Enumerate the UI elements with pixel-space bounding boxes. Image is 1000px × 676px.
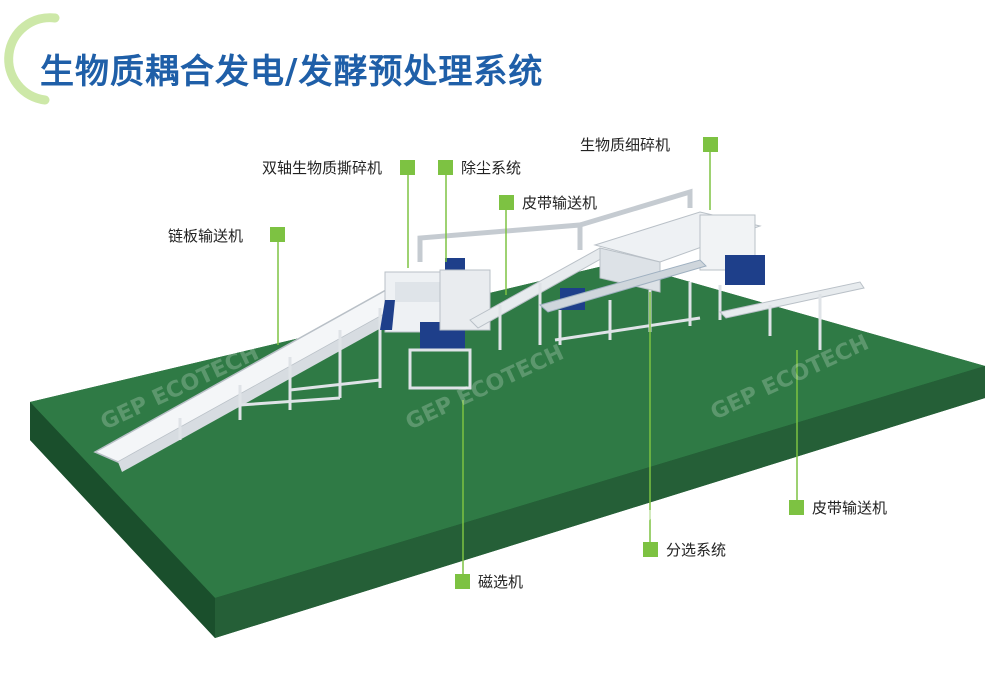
brand-logo-shape-2: [669, 507, 776, 559]
marker-magnetic-separator: [455, 574, 470, 589]
marker-sorting-system: [643, 542, 658, 557]
label-sorting-system: 分选系统: [666, 541, 727, 559]
marker-fine-shredder: [703, 137, 718, 152]
label-belt-conveyor-top: 皮带输送机: [522, 194, 598, 212]
marker-dust-removal: [438, 160, 453, 175]
label-magnetic-separator: 磁选机: [478, 573, 524, 591]
marker-double-shaft-shredder: [400, 160, 415, 175]
label-fine-shredder: 生物质细碎机: [580, 136, 671, 154]
marker-belt-conveyor-bottom: [789, 500, 804, 515]
leader-lines: [277, 150, 798, 578]
shredder-machine: [380, 258, 491, 390]
brand-logo-shape: [585, 510, 660, 556]
brand-watermark: 洁普智能环保 GEP ECOTECH: [585, 507, 956, 567]
label-dust-removal: 除尘系统: [461, 159, 522, 177]
brand-name-en: GEP ECOTECH: [775, 542, 946, 567]
label-chain-conveyor: 链板输送机: [168, 227, 244, 245]
dust-pipe: [417, 188, 693, 262]
label-belt-conveyor-bottom: 皮带输送机: [812, 499, 888, 517]
fine-shredder-machine: [538, 211, 765, 345]
label-double-shaft-shredder: 双轴生物质撕碎机: [262, 159, 383, 177]
outgoing-conveyor-machine: [718, 281, 865, 350]
page-title: 生物质耦合发电/发酵预处理系统: [40, 52, 544, 92]
marker-chain-conveyor: [270, 227, 285, 242]
title-arc-decoration: [4, 13, 60, 105]
marker-belt-conveyor-top: [499, 195, 514, 210]
brand-name-cn: 洁普智能环保: [775, 509, 956, 544]
